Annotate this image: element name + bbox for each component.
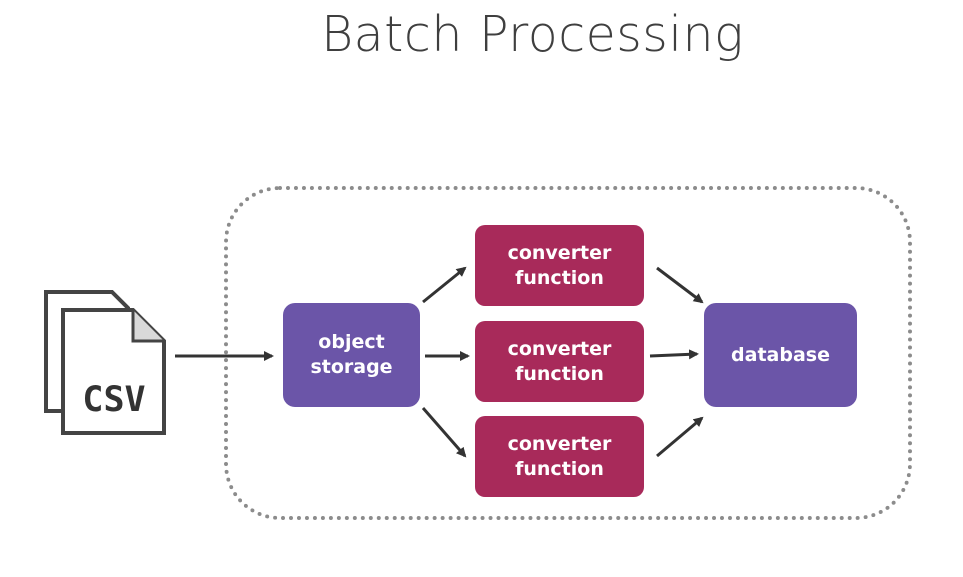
converter-function-node-2: converter function: [475, 321, 644, 402]
converter-function-node-3: converter function: [475, 416, 644, 497]
object-storage-node: object storage: [283, 303, 420, 407]
processing-boundary: [224, 186, 912, 520]
converter-function-node-1: converter function: [475, 225, 644, 306]
page-title: Batch Processing: [321, 6, 744, 63]
database-node: database: [704, 303, 857, 407]
csv-files-icon: CSV: [44, 290, 166, 435]
csv-label: CSV: [82, 380, 145, 420]
